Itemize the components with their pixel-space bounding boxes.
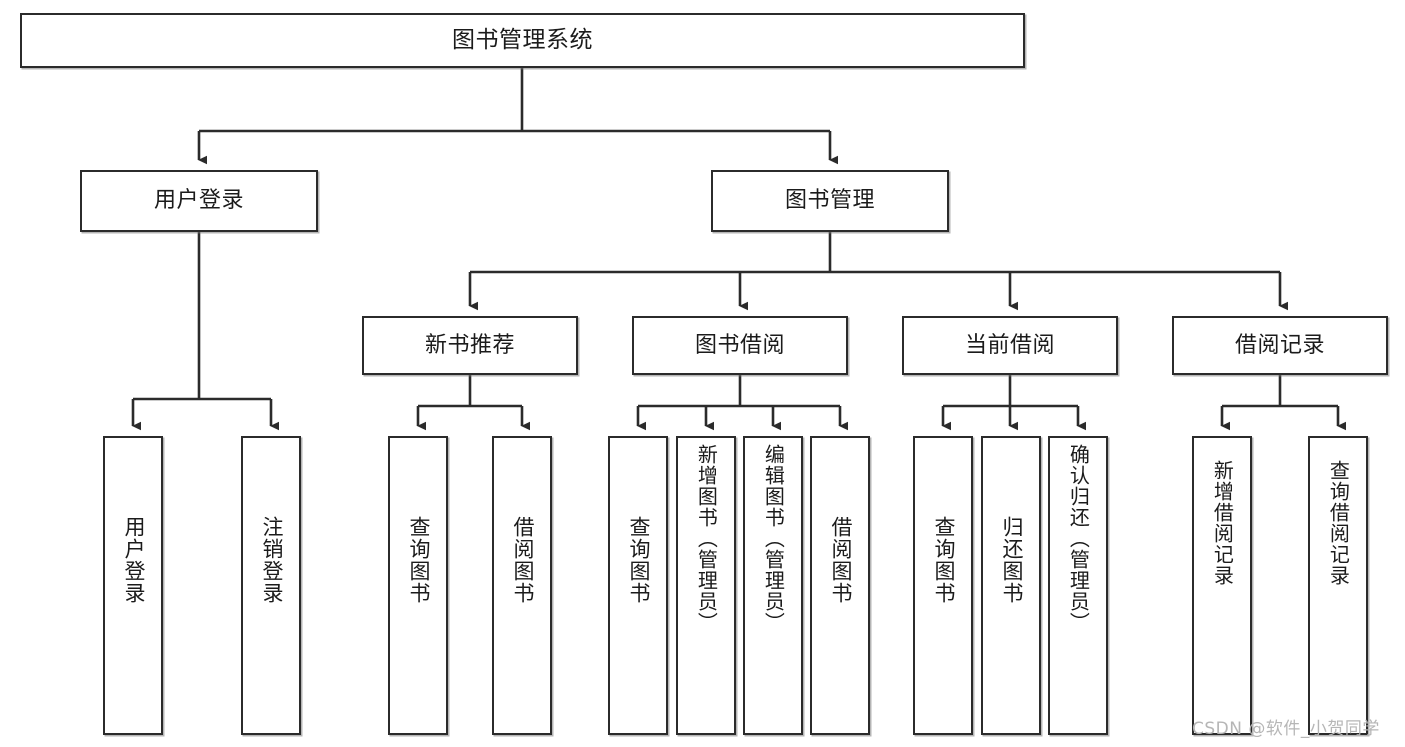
leaf-return-book-label: 归还图书 bbox=[999, 516, 1024, 604]
leaf-query-book-2-label: 查询图书 bbox=[626, 516, 651, 604]
node-borrow-record[interactable]: 借阅记录 bbox=[1172, 316, 1388, 375]
node-new-book-recommend-label: 新书推荐 bbox=[424, 332, 515, 358]
node-root[interactable]: 图书管理系统 bbox=[20, 13, 1025, 68]
node-borrow-record-label: 借阅记录 bbox=[1234, 332, 1325, 358]
node-user-login[interactable]: 用户登录 bbox=[80, 170, 318, 232]
node-root-label: 图书管理系统 bbox=[452, 27, 593, 54]
node-user-login-label: 用户登录 bbox=[153, 188, 244, 214]
leaf-borrow-book-2[interactable]: 借阅图书 bbox=[810, 436, 870, 735]
node-book-manage-label: 图书管理 bbox=[784, 188, 875, 214]
leaf-query-record-label: 查询借阅记录 bbox=[1326, 460, 1351, 586]
leaf-add-record-label: 新增借阅记录 bbox=[1210, 460, 1235, 586]
leaf-return-book[interactable]: 归还图书 bbox=[981, 436, 1041, 735]
node-current-borrow-label: 当前借阅 bbox=[964, 332, 1055, 358]
leaf-user-login[interactable]: 用户登录 bbox=[103, 436, 163, 735]
leaf-logout-label: 注销登录 bbox=[259, 516, 284, 604]
leaf-edit-book-label: 编辑图书（管理员） bbox=[761, 444, 786, 633]
leaf-confirm-return[interactable]: 确认归还（管理员） bbox=[1048, 436, 1108, 735]
leaf-query-book-1-label: 查询图书 bbox=[406, 516, 431, 604]
watermark: CSDN @软件_小贺同学 bbox=[1192, 719, 1380, 739]
node-new-book-recommend[interactable]: 新书推荐 bbox=[362, 316, 578, 375]
leaf-query-record[interactable]: 查询借阅记录 bbox=[1308, 436, 1368, 735]
leaf-borrow-book-1-label: 借阅图书 bbox=[510, 516, 535, 604]
node-book-borrow-label: 图书借阅 bbox=[694, 332, 785, 358]
leaf-query-book-2[interactable]: 查询图书 bbox=[608, 436, 668, 735]
leaf-query-book-3[interactable]: 查询图书 bbox=[913, 436, 973, 735]
leaf-query-book-1[interactable]: 查询图书 bbox=[388, 436, 448, 735]
node-book-manage[interactable]: 图书管理 bbox=[711, 170, 949, 232]
leaf-confirm-return-label: 确认归还（管理员） bbox=[1066, 444, 1091, 633]
leaf-add-book-label: 新增图书（管理员） bbox=[694, 444, 719, 633]
leaf-borrow-book-2-label: 借阅图书 bbox=[828, 516, 853, 604]
leaf-user-login-label: 用户登录 bbox=[121, 516, 146, 604]
leaf-query-book-3-label: 查询图书 bbox=[931, 516, 956, 604]
node-current-borrow[interactable]: 当前借阅 bbox=[902, 316, 1118, 375]
node-book-borrow[interactable]: 图书借阅 bbox=[632, 316, 848, 375]
leaf-add-book[interactable]: 新增图书（管理员） bbox=[676, 436, 736, 735]
leaf-edit-book[interactable]: 编辑图书（管理员） bbox=[743, 436, 803, 735]
leaf-borrow-book-1[interactable]: 借阅图书 bbox=[492, 436, 552, 735]
leaf-logout[interactable]: 注销登录 bbox=[241, 436, 301, 735]
leaf-add-record[interactable]: 新增借阅记录 bbox=[1192, 436, 1252, 735]
